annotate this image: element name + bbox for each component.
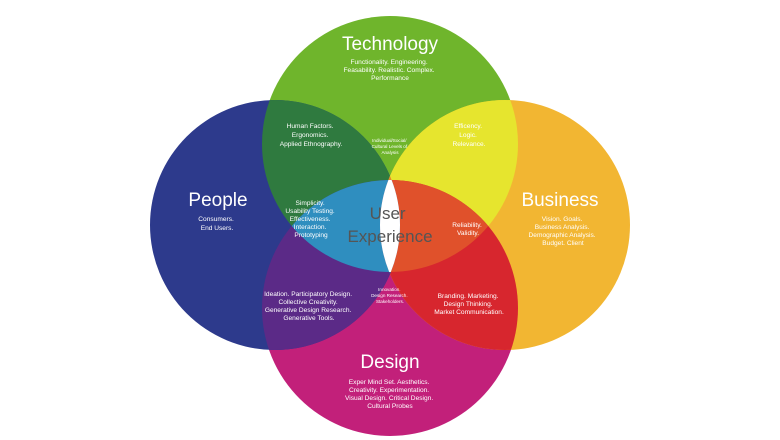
- overlap-line: Applied Ethnography.: [280, 141, 343, 148]
- technology-business-text: Efficency. Logic. Relevance.: [453, 123, 486, 148]
- design-line: Creativity. Experimentation.: [349, 387, 429, 394]
- technology-line: Feasability. Realistic. Complex.: [344, 67, 435, 74]
- design-line: Cultural Probes: [367, 403, 413, 410]
- overlap-line: Usability Testing.: [285, 208, 335, 215]
- technology-line: Performance: [371, 75, 409, 82]
- overlap-line: Branding. Marketing.: [438, 293, 499, 300]
- people-technology-text: Human Factors. Ergonomics. Applied Ethno…: [280, 123, 343, 148]
- technology-title: Technology: [342, 34, 439, 55]
- design-title: Design: [360, 352, 419, 373]
- overlap-line: Innovation.: [378, 287, 400, 292]
- overlap-line: Reliability.: [452, 222, 482, 229]
- tbd-triple-text: Reliability. Validity.: [452, 222, 483, 237]
- overlap-line: Efficency.: [454, 123, 482, 130]
- people-description: Consumers. End Users.: [198, 216, 235, 232]
- business-design-text: Branding. Marketing. Design Thinking. Ma…: [434, 293, 504, 316]
- design-line: Visual Design. Critical Design.: [345, 395, 433, 402]
- business-title: Business: [521, 190, 598, 211]
- pdb-triple-text: Innovation. Design Research. Stakeholder…: [371, 287, 409, 304]
- people-design-text: Ideation. Participatory Design. Collecti…: [264, 291, 354, 322]
- overlap-line: Interaction.: [294, 224, 327, 231]
- ptb-triple-text: Individual/Social/ Cultural Levels of An…: [372, 138, 409, 155]
- technology-business-design-overlap: [380, 180, 518, 272]
- design-description: Exper Mind Set. Aesthetics. Creativity. …: [345, 379, 435, 410]
- overlap-line: Generative Tools.: [283, 315, 334, 322]
- overlap-line: Validity.: [457, 230, 479, 237]
- overlap-line: Human Factors.: [287, 123, 334, 130]
- business-line: Budget. Client: [542, 240, 584, 247]
- people-line: End Users.: [201, 225, 234, 232]
- overlap-line: Cultural Levels of: [372, 144, 408, 149]
- technology-description: Functionality. Engineering. Feasability.…: [344, 59, 437, 82]
- people-title: People: [188, 190, 247, 211]
- design-line: Exper Mind Set. Aesthetics.: [349, 379, 430, 386]
- technology-people-design-overlap: [262, 180, 400, 272]
- overlap-line: Design Research.: [371, 293, 408, 298]
- overlap-line: Stakeholders.: [376, 299, 404, 304]
- overlap-line: Analysis: [381, 150, 399, 155]
- center-line-experience: Experience: [347, 227, 432, 246]
- overlap-line: Individual/Social/: [372, 138, 407, 143]
- overlap-line: Ergonomics.: [292, 132, 329, 139]
- overlap-line: Effectiveness.: [290, 216, 331, 223]
- business-description: Vision. Goals. Business Analysis. Demogr…: [529, 216, 598, 247]
- business-line: Demographic Analysis.: [529, 232, 596, 239]
- center-line-user: User: [370, 204, 406, 223]
- business-line: Business Analysis.: [535, 224, 590, 231]
- overlap-line: Logic.: [459, 132, 477, 139]
- overlap-line: Design Thinking.: [444, 301, 493, 308]
- technology-line: Functionality. Engineering.: [350, 59, 427, 66]
- overlap-line: Prototyping: [294, 232, 328, 239]
- overlap-line: Simplicity.: [295, 200, 324, 207]
- overlap-line: Relevance.: [453, 141, 486, 148]
- business-line: Vision. Goals.: [542, 216, 583, 223]
- overlap-line: Ideation. Participatory Design.: [264, 291, 352, 298]
- overlap-line: Market Communication.: [434, 309, 504, 316]
- center-label: User Experience: [347, 204, 432, 246]
- people-line: Consumers.: [198, 216, 234, 223]
- overlap-line: Generative Design Research.: [265, 307, 352, 314]
- overlap-line: Collective Creativity.: [278, 299, 337, 306]
- tpd-triple-text: Simplicity. Usability Testing. Effective…: [285, 200, 336, 239]
